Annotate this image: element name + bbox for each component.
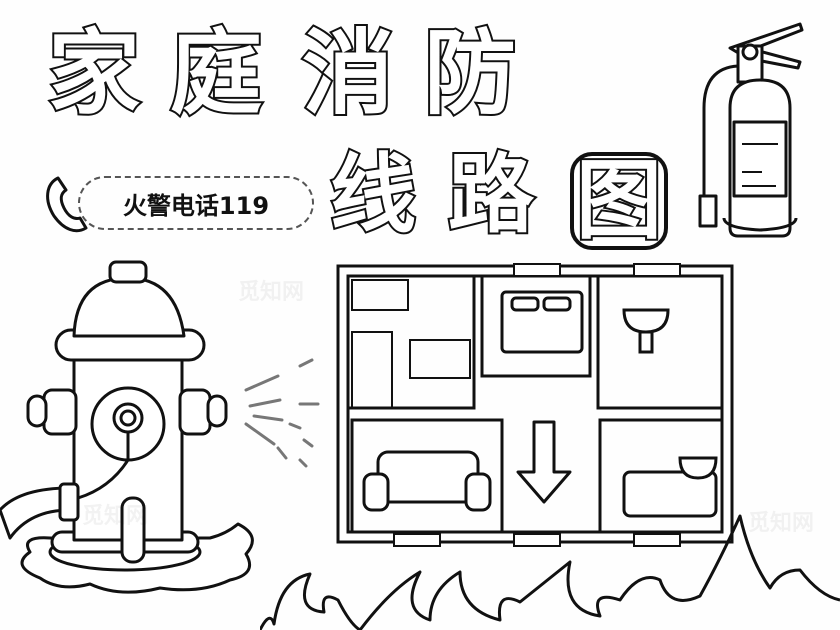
title-char: 防 — [422, 20, 518, 127]
floor-plan — [336, 263, 734, 547]
bed-sink-icon — [622, 456, 718, 518]
title-char: 庭 — [168, 20, 264, 127]
watermark: 觅知网 — [238, 280, 305, 305]
title-char: 路 — [446, 145, 536, 245]
arrow-down-icon — [516, 420, 572, 504]
sofa-icon — [362, 450, 492, 512]
sink-icon — [622, 308, 670, 354]
title-char: 消 — [300, 20, 396, 127]
title-char: 线 — [328, 145, 418, 245]
watermark: 觅知网 — [748, 511, 815, 536]
phone-icon — [46, 176, 88, 233]
flames-icon — [260, 514, 840, 630]
fire-extinguisher-icon — [698, 22, 804, 238]
watermark: 觅知网 — [82, 504, 149, 529]
kitchen-icon — [351, 279, 471, 409]
hotline-label: 火警电话119 — [122, 191, 270, 220]
title-char: 家 — [46, 20, 142, 127]
hotline-badge: 火警电话119 — [78, 176, 314, 230]
fire-hydrant-icon — [0, 260, 320, 594]
title-char: 图 — [570, 152, 668, 250]
bed-icon — [500, 290, 584, 354]
